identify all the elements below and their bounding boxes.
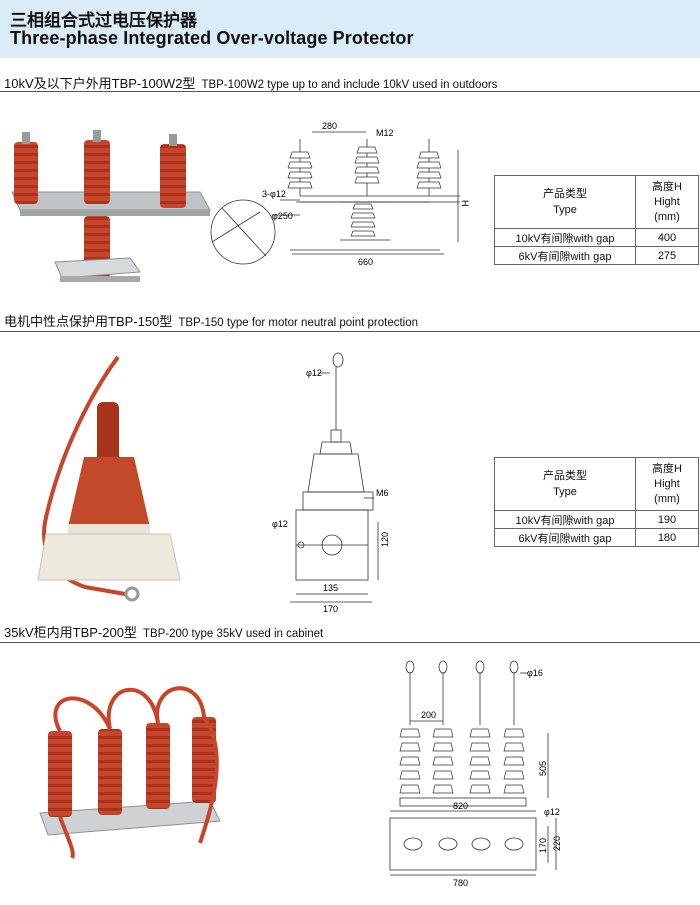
section-heading-cn: 35kV柜内用TBP-200型 — [4, 625, 137, 640]
table-cell-type: 6kV有间隙with gap — [494, 246, 636, 265]
dim-h: H — [460, 200, 470, 207]
dim-phi12-top: φ12 — [306, 368, 322, 378]
section-heading-cn: 电机中性点保护用TBP-150型 — [4, 314, 173, 329]
table-cell-height: 275 — [635, 246, 699, 265]
dim-660: 660 — [358, 257, 373, 267]
section-divider — [0, 91, 700, 92]
table-row: 10kV有间隙with gap 190 — [494, 510, 699, 529]
section-heading-cn: 10kV及以下户外用TBP-100W2型 — [4, 76, 196, 91]
section-heading-tbp150: 电机中性点保护用TBP-150型 TBP-150 type for motor n… — [4, 311, 418, 330]
dim-220: 220 — [552, 836, 562, 851]
drawing-tbp150 — [290, 352, 379, 603]
dim-3-phi12: 3-φ12 — [262, 189, 286, 199]
product-photo-tbp100w2 — [11, 130, 211, 282]
table-row: 10kV有间隙with gap 400 — [494, 228, 699, 247]
section-heading-en: TBP-100W2 type up to and include 10kV us… — [201, 79, 498, 91]
dim-phi12: φ12 — [544, 807, 560, 817]
dim-m6: M6 — [376, 488, 389, 498]
table-cell-type: 10kV有间隙with gap — [494, 228, 636, 247]
tbp100w2-illustration: 280 M12 3-φ12 φ250 660 H — [11, 121, 470, 282]
tbp200-illustration: φ16 200 505 820 φ12 170 220 780 — [39, 660, 562, 888]
section-heading-tbp200: 35kV柜内用TBP-200型 TBP-200 type 35kV used in… — [4, 622, 323, 641]
table-cell-height: 190 — [635, 510, 699, 529]
page-title-en: Three-phase Integrated Over-voltage Prot… — [10, 28, 414, 48]
product-photo-tbp200 — [39, 686, 221, 860]
dim-820: 820 — [453, 801, 468, 811]
dim-phi16: φ16 — [527, 668, 543, 678]
dim-280: 280 — [322, 121, 337, 131]
table-cell-type: 6kV有间隙with gap — [494, 528, 636, 547]
table-row: 6kV有间隙with gap 275 — [494, 246, 699, 265]
section-heading-en: TBP-150 type for motor neutral point pro… — [178, 317, 419, 329]
page-title-cn: 三相组合式过电压保护器 — [10, 11, 197, 30]
title-banner: 三相组合式过电压保护器 Three-phase Integrated Over-… — [0, 0, 700, 58]
section-heading-en: TBP-200 type 35kV used in cabinet — [142, 628, 324, 640]
section-divider — [0, 642, 700, 643]
dim-phi250: φ250 — [272, 211, 293, 221]
drawing-insulators — [287, 146, 442, 237]
table-cell-height: 400 — [635, 228, 699, 247]
dim-phi12-side: φ12 — [272, 519, 288, 529]
section-heading-tbp100w2: 10kV及以下户外用TBP-100W2型 TBP-100W2 type up to… — [4, 73, 497, 92]
dim-200: 200 — [421, 710, 436, 720]
product-photo-tbp150 — [37, 355, 181, 602]
table-cell-height: 180 — [635, 528, 699, 547]
table-cell-type: 10kV有间隙with gap — [494, 510, 636, 529]
section-divider — [0, 331, 700, 332]
dim-135: 135 — [323, 583, 338, 593]
dim-505: 505 — [538, 761, 548, 776]
dim-m12: M12 — [376, 128, 394, 138]
table-row: 6kV有间隙with gap 180 — [494, 528, 699, 547]
dim-170: 170 — [323, 604, 338, 614]
drawing-insulators — [399, 728, 525, 794]
dim-780: 780 — [453, 878, 468, 888]
drawing-tbp200 — [389, 660, 557, 876]
dim-120: 120 — [380, 532, 390, 547]
tbp150-illustration: φ12 M6 φ12 120 135 170 — [37, 352, 390, 614]
dim-170: 170 — [538, 838, 548, 853]
